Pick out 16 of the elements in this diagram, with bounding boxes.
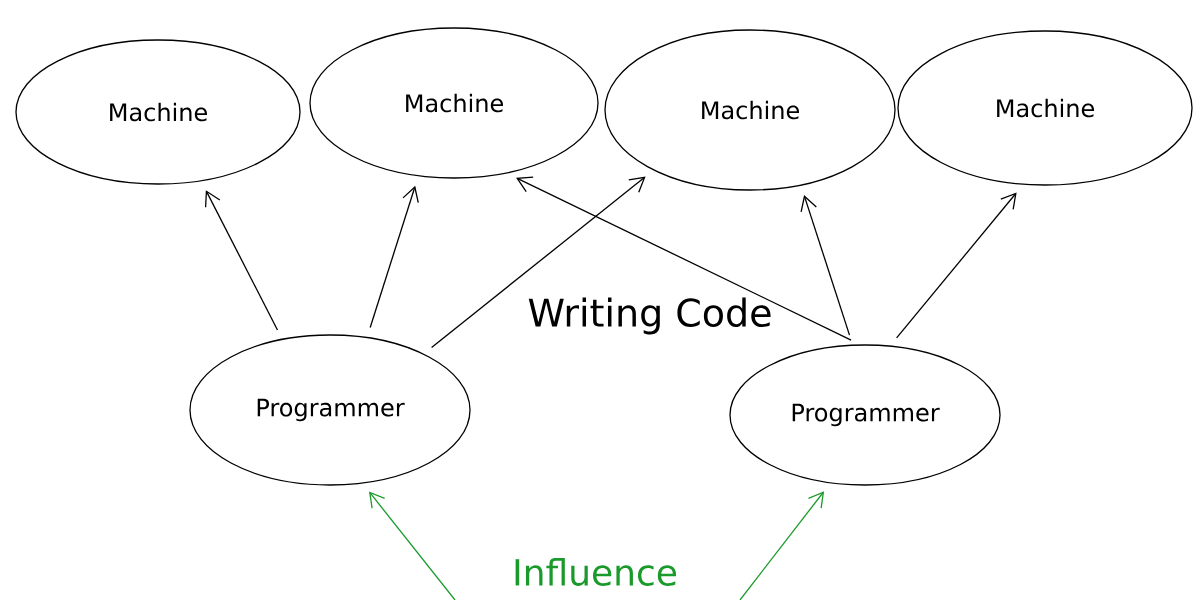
ellipse-node: Programmer [189,334,471,486]
ellipse-node: Machine [897,30,1193,186]
arrow [204,190,279,331]
ellipse-node: Machine [309,27,599,179]
text-label: Writing Code [528,297,771,335]
arrow [368,491,456,600]
arrow [430,176,646,349]
ellipse-node: Machine [604,29,896,191]
arrow [800,195,851,336]
text-label: Influence [515,558,677,586]
arrow [896,192,1017,339]
ellipse-node: Programmer [729,344,1001,486]
arrow [739,491,825,600]
ellipse-node: Machine [15,39,301,185]
arrow [516,176,852,341]
arrow [369,185,419,329]
